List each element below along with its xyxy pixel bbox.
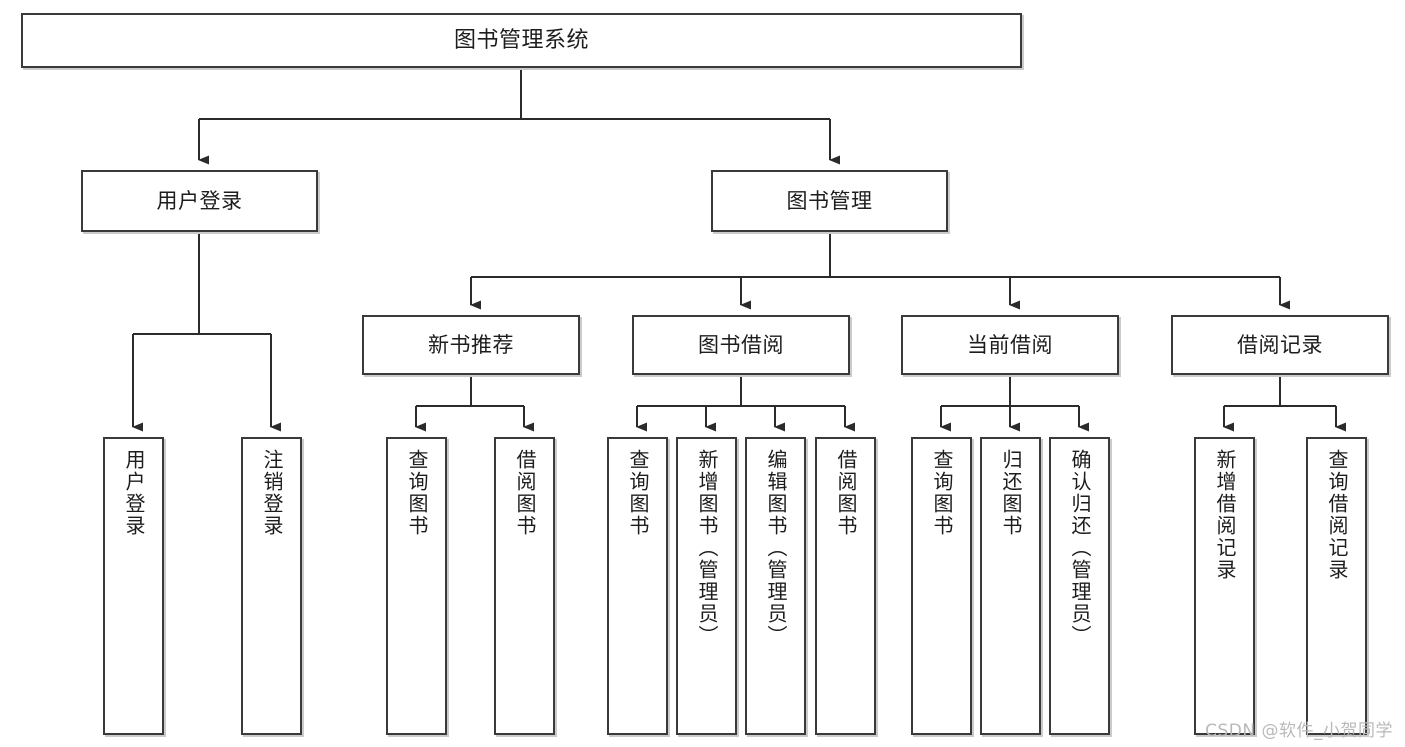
- node-book-manage-label: 图书管理: [786, 188, 873, 213]
- node-borrow-record-label: 借阅记录: [1237, 332, 1323, 357]
- node-leaf-user-login[interactable]: 用户登录: [103, 437, 164, 735]
- node-new-book-recommend[interactable]: 新书推荐: [362, 315, 580, 375]
- node-leaf-query-book-2-label: 查询图书: [626, 449, 650, 537]
- node-book-manage[interactable]: 图书管理: [711, 170, 948, 232]
- node-leaf-query-book-2[interactable]: 查询图书: [607, 437, 668, 735]
- node-leaf-confirm-return-label: 确认归还（管理员）: [1068, 449, 1092, 647]
- node-leaf-borrow-book-2[interactable]: 借阅图书: [815, 437, 876, 735]
- node-root[interactable]: 图书管理系统: [21, 13, 1022, 68]
- node-leaf-add-book-label: 新增图书（管理员）: [695, 449, 719, 647]
- node-leaf-user-logout-label: 注销登录: [260, 449, 284, 537]
- node-leaf-return-book-label: 归还图书: [999, 449, 1023, 537]
- node-leaf-query-book-3[interactable]: 查询图书: [911, 437, 972, 735]
- node-leaf-user-login-label: 用户登录: [122, 449, 146, 537]
- node-new-book-recommend-label: 新书推荐: [428, 332, 514, 357]
- node-user-login-label: 用户登录: [156, 188, 243, 213]
- node-book-borrow-label: 图书借阅: [698, 332, 784, 357]
- node-leaf-borrow-book-1-label: 借阅图书: [513, 449, 537, 537]
- node-user-login[interactable]: 用户登录: [81, 170, 318, 232]
- node-leaf-borrow-book-1[interactable]: 借阅图书: [494, 437, 555, 735]
- node-leaf-add-book[interactable]: 新增图书（管理员）: [676, 437, 737, 735]
- node-leaf-confirm-return[interactable]: 确认归还（管理员）: [1049, 437, 1110, 735]
- node-current-borrow-label: 当前借阅: [967, 332, 1053, 357]
- node-leaf-add-record-label: 新增借阅记录: [1213, 449, 1237, 581]
- node-current-borrow[interactable]: 当前借阅: [901, 315, 1119, 375]
- node-leaf-query-record[interactable]: 查询借阅记录: [1306, 437, 1367, 735]
- node-leaf-query-book-1[interactable]: 查询图书: [386, 437, 447, 735]
- node-borrow-record[interactable]: 借阅记录: [1171, 315, 1389, 375]
- node-leaf-user-logout[interactable]: 注销登录: [241, 437, 302, 735]
- node-leaf-edit-book[interactable]: 编辑图书（管理员）: [745, 437, 806, 735]
- node-book-borrow[interactable]: 图书借阅: [632, 315, 850, 375]
- watermark-text: CSDN @软件_小贺同学: [1205, 721, 1393, 741]
- node-leaf-add-record[interactable]: 新增借阅记录: [1194, 437, 1255, 735]
- node-root-label: 图书管理系统: [453, 27, 589, 53]
- node-leaf-query-book-3-label: 查询图书: [930, 449, 954, 537]
- node-leaf-borrow-book-2-label: 借阅图书: [834, 449, 858, 537]
- node-leaf-return-book[interactable]: 归还图书: [980, 437, 1041, 735]
- node-leaf-edit-book-label: 编辑图书（管理员）: [764, 449, 788, 647]
- node-leaf-query-book-1-label: 查询图书: [405, 449, 429, 537]
- node-leaf-query-record-label: 查询借阅记录: [1325, 449, 1349, 581]
